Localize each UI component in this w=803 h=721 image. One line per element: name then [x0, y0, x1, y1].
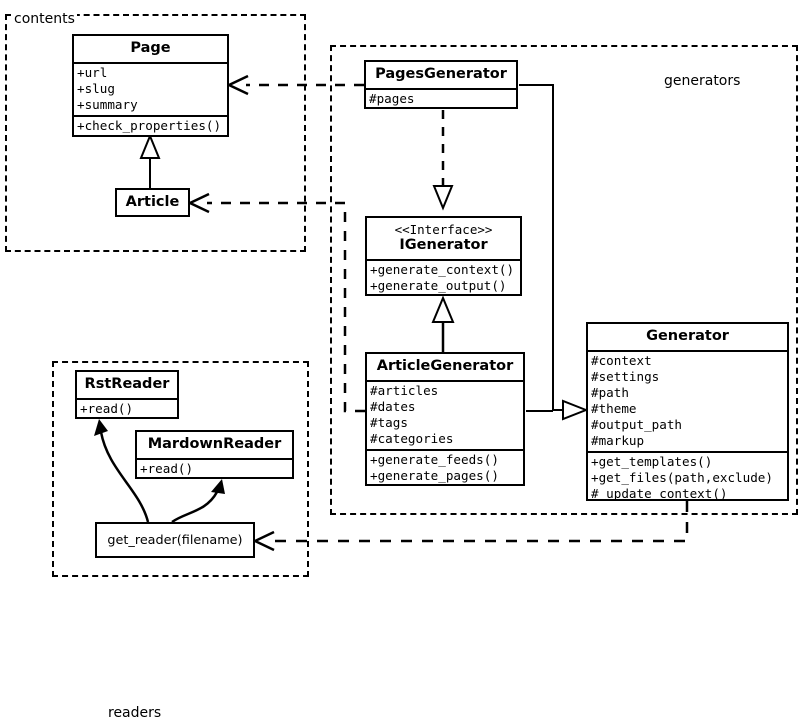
method-row: +get_templates() — [591, 454, 713, 469]
class-name-rstreader: RstReader — [84, 376, 170, 392]
function-box-get-reader[interactable]: get_reader(filename) — [95, 522, 255, 558]
attribute-row: #markup — [591, 433, 645, 448]
class-methods-mardownreader: +read() — [137, 458, 292, 479]
class-methods-articlegenerator: +generate_feeds() +generate_pages() — [367, 449, 523, 486]
class-name-article: Article — [125, 194, 180, 210]
class-box-rstreader[interactable]: RstReader +read() — [75, 370, 179, 419]
class-name-mardownreader: MardownReader — [147, 436, 282, 452]
attribute-row: +slug — [77, 81, 115, 96]
package-contents[interactable]: contents — [5, 11, 306, 252]
package-generators-label: generators — [662, 73, 743, 89]
class-attributes-page: +url +slug +summary — [74, 62, 227, 115]
class-attributes-pagesgenerator: #pages — [366, 88, 516, 109]
class-stereotype-igenerator: <<Interface>> — [394, 222, 493, 237]
class-box-articlegenerator[interactable]: ArticleGenerator #articles #dates #tags … — [365, 352, 525, 486]
attribute-row: #categories — [370, 431, 454, 446]
class-methods-rstreader: +read() — [77, 398, 177, 419]
attribute-row: #pages — [369, 91, 415, 106]
attribute-row: #articles — [370, 383, 439, 398]
method-row: #_update_context() — [591, 486, 728, 501]
class-box-page[interactable]: Page +url +slug +summary +check_properti… — [72, 34, 229, 137]
class-box-pagesgenerator[interactable]: PagesGenerator #pages — [364, 60, 518, 109]
attribute-row: #context — [591, 353, 652, 368]
class-name-page: Page — [130, 40, 171, 56]
attribute-row: +url — [77, 65, 108, 80]
class-box-article[interactable]: Article — [115, 188, 190, 217]
attribute-row: #dates — [370, 399, 416, 414]
attribute-row: #path — [591, 385, 629, 400]
class-methods-igenerator: +generate_context() +generate_output() — [367, 259, 520, 296]
class-methods-page: +check_properties() — [74, 115, 227, 136]
method-row: +check_properties() — [77, 118, 222, 133]
class-attributes-articlegenerator: #articles #dates #tags #categories — [367, 380, 523, 449]
method-row: +generate_context() — [370, 262, 515, 277]
method-row: +read() — [140, 461, 194, 476]
package-readers-label: readers — [106, 705, 164, 721]
method-row: +generate_output() — [370, 278, 507, 293]
attribute-row: #output_path — [591, 417, 682, 432]
function-box-label: get_reader(filename) — [107, 532, 243, 548]
method-row: +read() — [80, 401, 134, 416]
class-name-igenerator: IGenerator — [399, 237, 488, 253]
package-readers-border — [52, 361, 309, 577]
package-contents-border — [5, 14, 306, 252]
class-name-pagesgenerator: PagesGenerator — [375, 66, 507, 82]
attribute-row: #tags — [370, 415, 408, 430]
class-name-generator: Generator — [646, 328, 729, 344]
class-methods-generator: +get_templates() +get_files(path,exclude… — [588, 451, 787, 504]
method-row: +get_files(path,exclude) — [591, 470, 773, 485]
method-row: +generate_pages() — [370, 468, 499, 483]
class-attributes-generator: #context #settings #path #theme #output_… — [588, 350, 787, 451]
class-box-mardownreader[interactable]: MardownReader +read() — [135, 430, 294, 479]
uml-diagram-canvas: contents generators readers — [5, 11, 798, 721]
attribute-row: #theme — [591, 401, 637, 416]
attribute-row: +summary — [77, 97, 138, 112]
class-name-articlegenerator: ArticleGenerator — [376, 358, 514, 374]
package-contents-label: contents — [12, 11, 77, 27]
attribute-row: #settings — [591, 369, 660, 384]
class-box-generator[interactable]: Generator #context #settings #path #them… — [586, 322, 789, 501]
class-box-igenerator[interactable]: <<Interface>> IGenerator +generate_conte… — [365, 216, 522, 296]
method-row: +generate_feeds() — [370, 452, 499, 467]
